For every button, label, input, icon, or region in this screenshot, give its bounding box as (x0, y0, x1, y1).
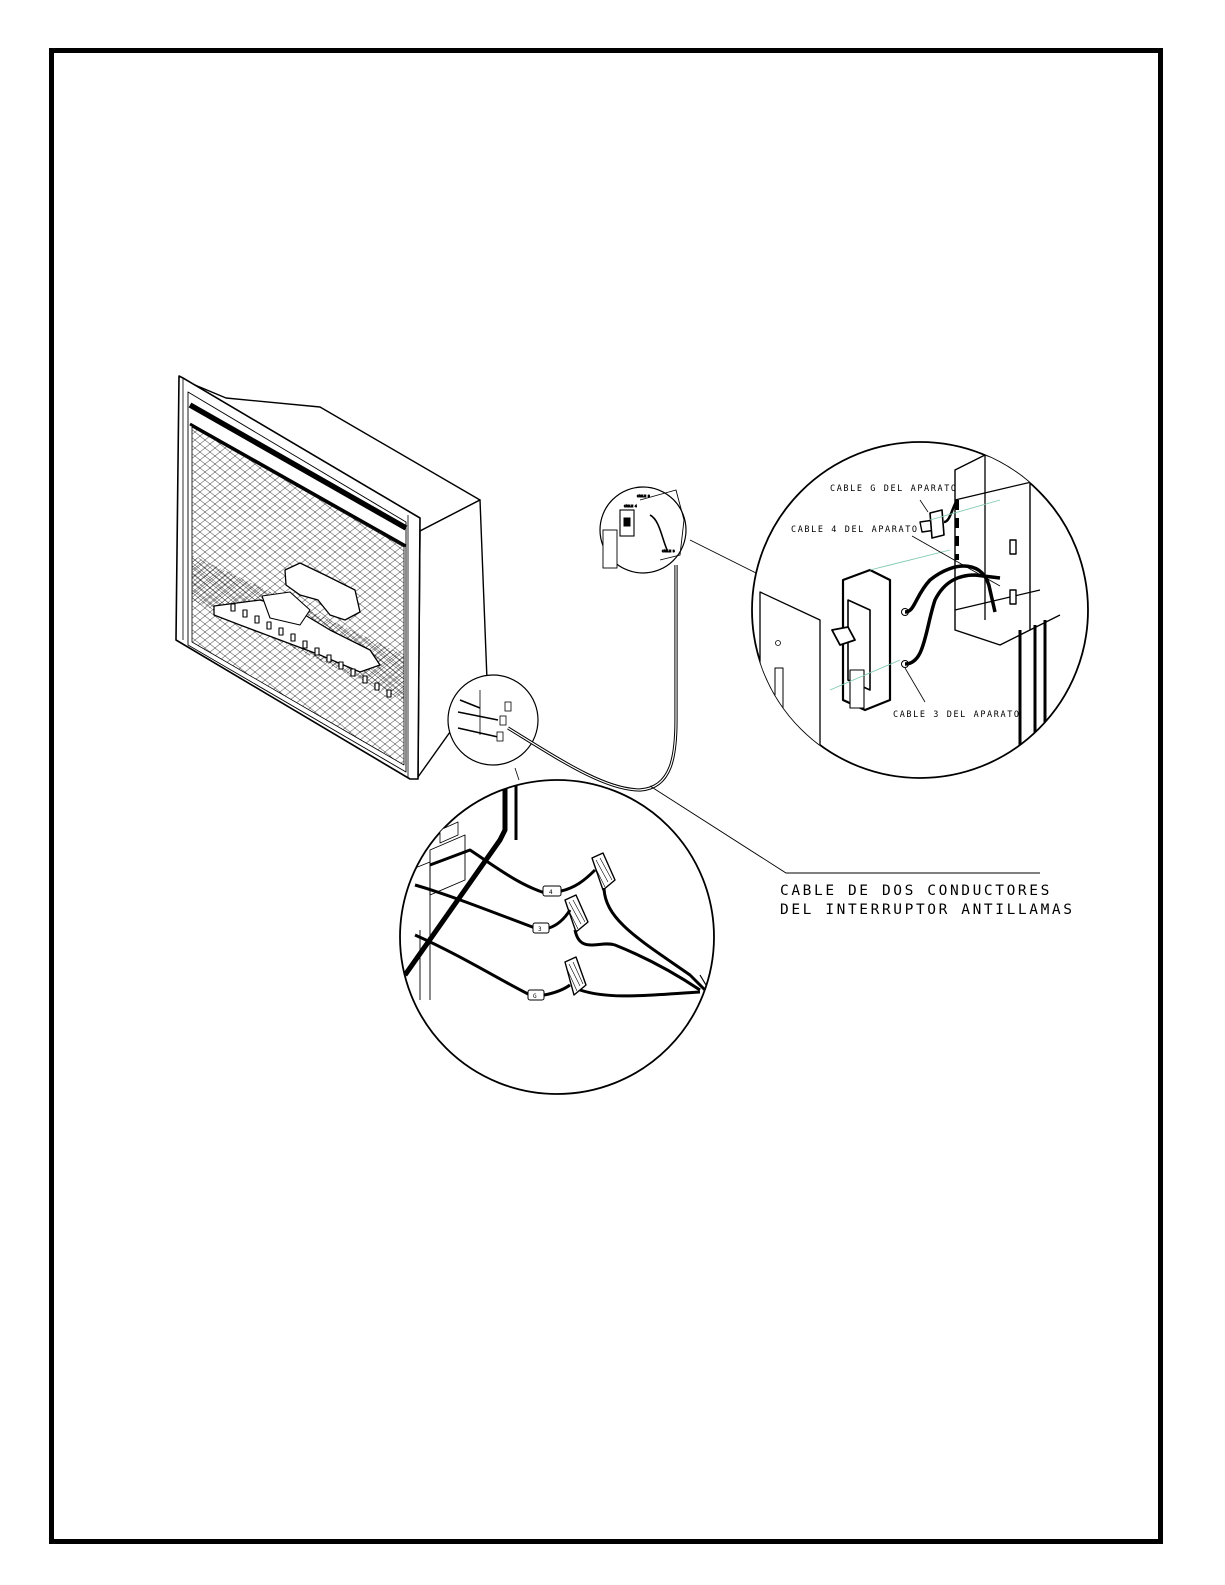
label-cable-3: CABLE 3 DEL APARATO (893, 710, 1021, 720)
two-conductor-cable (508, 565, 676, 790)
switch-box-thumbnail: CABLE G CABLE 4 CABLE 3 (600, 487, 686, 573)
wire-nut-detail-circle: 4 3 G (400, 780, 714, 1094)
connector-label-4: 4 (549, 889, 553, 896)
label-main-cable-line1: CABLE DE DOS CONDUCTORES (780, 883, 1052, 899)
label-main-cable-line2: DEL INTERRUPTOR ANTILLAMAS (780, 902, 1075, 918)
leader-main-cable (650, 786, 1040, 873)
fireplace-unit (176, 376, 487, 779)
switch-detail-circle: CABLE G DEL APARATO CABLE 4 DEL APARATO … (752, 442, 1088, 800)
svg-text:CABLE 3: CABLE 3 (662, 549, 675, 553)
label-cable-g: CABLE G DEL APARATO (830, 484, 958, 494)
label-cable-4: CABLE 4 DEL APARATO (791, 525, 919, 535)
connector-label-3: 3 (538, 926, 542, 933)
connector-label-g: G (533, 993, 537, 1000)
svg-text:CABLE 4: CABLE 4 (624, 504, 637, 508)
junction-detail-marker (448, 675, 538, 780)
svg-text:CABLE G: CABLE G (637, 494, 650, 498)
leader-thumbnail-to-right-detail (690, 540, 760, 575)
